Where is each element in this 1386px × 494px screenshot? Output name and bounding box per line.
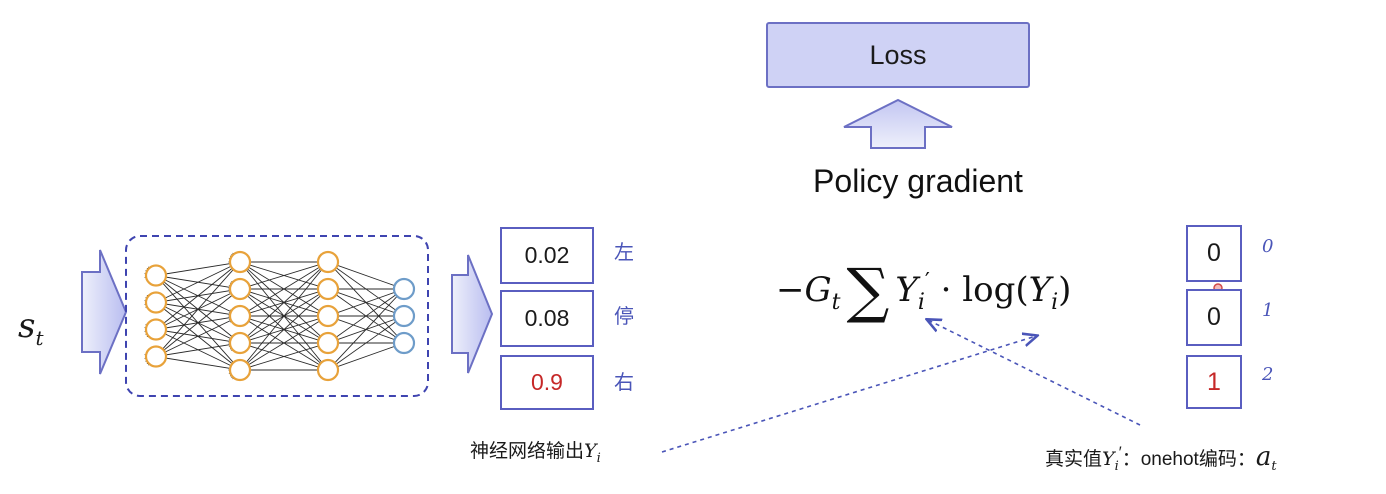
hidden-neuron	[316, 250, 340, 274]
loss-label: Loss	[869, 39, 927, 70]
hidden-neuron	[228, 304, 252, 328]
output-neuron	[392, 304, 416, 328]
target-index-1: 1	[1262, 300, 1274, 321]
output-neuron	[392, 331, 416, 355]
policy-gradient-label: Policy gradient	[813, 163, 1023, 199]
hidden-neuron	[228, 358, 252, 382]
output-box-stop: 0.08	[500, 290, 594, 347]
true-value-caption: 真实值Yi′：onehot编码：at	[1045, 442, 1277, 474]
output-pointer-line	[661, 336, 1036, 453]
hidden-neuron	[144, 291, 168, 314]
network-connection	[232, 253, 335, 380]
state-symbol: st	[18, 306, 44, 350]
hidden-neuron	[228, 331, 252, 355]
hidden-neuron	[144, 264, 168, 287]
loss-formula: −Gt∑Yi′ · log(Yi)	[776, 256, 1072, 326]
output-arrow	[451, 254, 494, 374]
network-connection	[148, 254, 247, 366]
network-connection	[231, 254, 336, 352]
hidden-neuron	[144, 345, 168, 368]
hidden-neuron	[144, 318, 168, 341]
hidden-neuron	[316, 331, 340, 355]
hidden-neuron	[228, 250, 252, 274]
target-index-2: 2	[1262, 364, 1274, 385]
hidden-neuron	[316, 304, 340, 328]
output-neuron	[392, 277, 416, 301]
network-frame	[125, 235, 429, 397]
hidden-neuron	[316, 277, 340, 301]
up-arrow	[843, 98, 953, 149]
target-pointer-line	[928, 320, 1141, 426]
network-connection	[231, 281, 336, 379]
output-box-right: 0.9	[500, 355, 594, 410]
output-box-left: 0.02	[500, 227, 594, 284]
action-label-left: 左	[614, 240, 634, 264]
action-label-stop: 停	[614, 304, 634, 328]
target-box-2: 1	[1186, 355, 1242, 409]
target-box-1: 0	[1186, 289, 1242, 346]
target-box-0: 0	[1186, 225, 1242, 282]
target-index-0: 0	[1262, 236, 1274, 257]
input-arrow	[81, 249, 128, 375]
hidden-neuron	[316, 358, 340, 382]
loss-box: Loss	[766, 22, 1030, 88]
hidden-neuron	[228, 277, 252, 301]
neural-network	[144, 250, 416, 382]
network-output-caption: 神经网络输出Yi	[470, 440, 601, 466]
action-label-right: 右	[614, 370, 634, 394]
